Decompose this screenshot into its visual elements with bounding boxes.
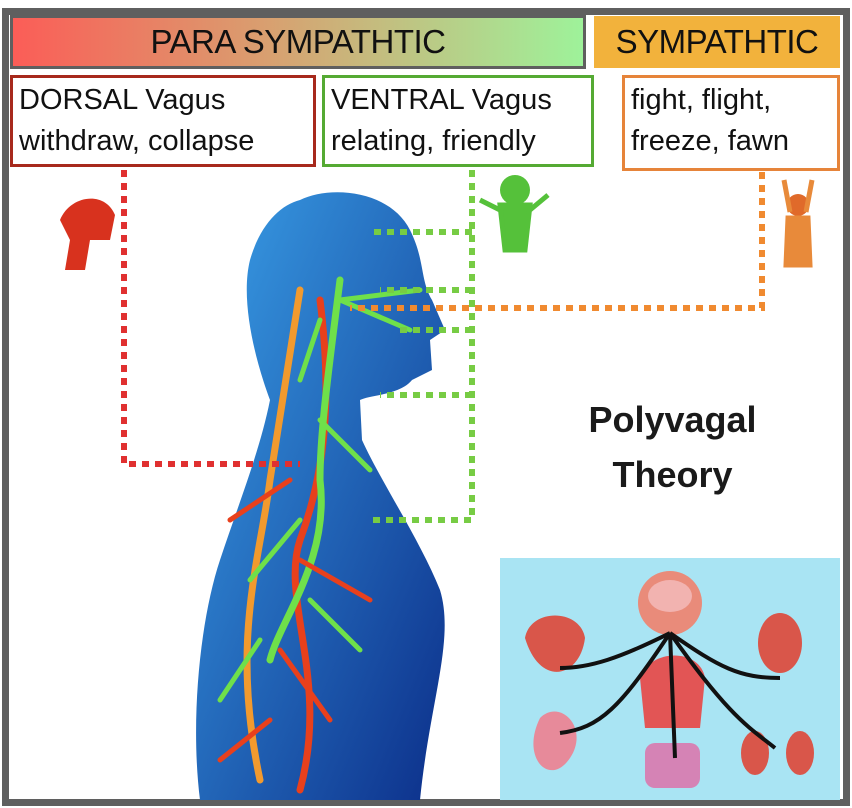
organs-illustration: [500, 558, 840, 800]
kidney-right-icon: [786, 731, 814, 775]
sympathetic-box: fight, flight, freeze, fawn: [622, 75, 840, 171]
dorsal-vagus-box: DORSAL Vagus withdraw, collapse: [10, 75, 316, 167]
title-line2: Theory: [612, 454, 733, 495]
ventral-title: VENTRAL Vagus: [331, 84, 552, 116]
nerve-network: [217, 276, 423, 794]
friendly-figure-icon: [478, 175, 550, 253]
dorsal-title: DORSAL Vagus: [19, 84, 226, 116]
nerve-connections: [559, 631, 781, 759]
sympathetic-header: SYMPATHTIC: [594, 16, 840, 68]
fight-figure-icon: [781, 179, 815, 268]
ventral-vagus-box: VENTRAL Vagus relating, friendly: [322, 75, 594, 167]
organs-svg: [525, 571, 814, 788]
parasympathetic-header: PARA SYMPATHTIC: [10, 15, 586, 69]
sympathetic-line2: freeze, fawn: [631, 125, 789, 157]
liver-icon: [525, 615, 585, 672]
kidney-left-icon: [741, 731, 769, 775]
title-line1: Polyvagal: [588, 399, 757, 440]
connector-lines: [121, 170, 765, 523]
intestines-icon: [645, 743, 700, 788]
sympathetic-line1: fight, flight,: [631, 84, 772, 116]
polyvagal-theory-title: Polyvagal Theory: [560, 392, 785, 502]
collapse-figure-icon: [60, 198, 115, 270]
ventral-description: relating, friendly: [331, 125, 536, 157]
stomach-icon: [533, 711, 577, 771]
kidney-icon: [758, 613, 802, 673]
dorsal-description: withdraw, collapse: [19, 125, 255, 157]
